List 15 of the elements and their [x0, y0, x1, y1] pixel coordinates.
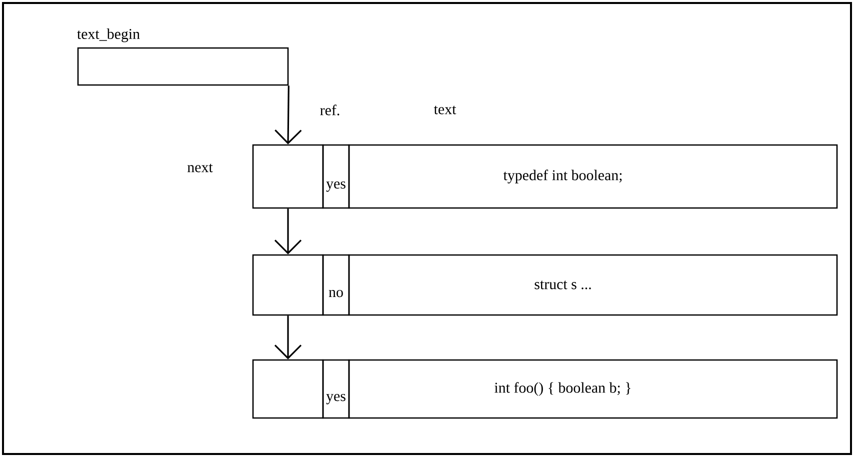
- column-label: next: [188, 164, 213, 172]
- pointer-box: text_begin: [77, 28, 289, 86]
- ref-cell: yes: [322, 359, 350, 419]
- text-cell: typedef int boolean;: [348, 144, 838, 209]
- ref-cell: no: [322, 254, 350, 316]
- next-cell: [252, 144, 324, 209]
- ref-cell: yes: [322, 144, 350, 209]
- text-cell: int foo() { boolean b; }: [348, 359, 838, 419]
- node-label: text_begin: [77, 28, 140, 42]
- column-label: ref.: [320, 104, 340, 116]
- next-cell: [252, 359, 324, 419]
- arrow: [274, 86, 302, 144]
- text-cell: struct s ...: [348, 254, 838, 316]
- column-label: text: [434, 106, 456, 114]
- next-cell: [252, 254, 324, 316]
